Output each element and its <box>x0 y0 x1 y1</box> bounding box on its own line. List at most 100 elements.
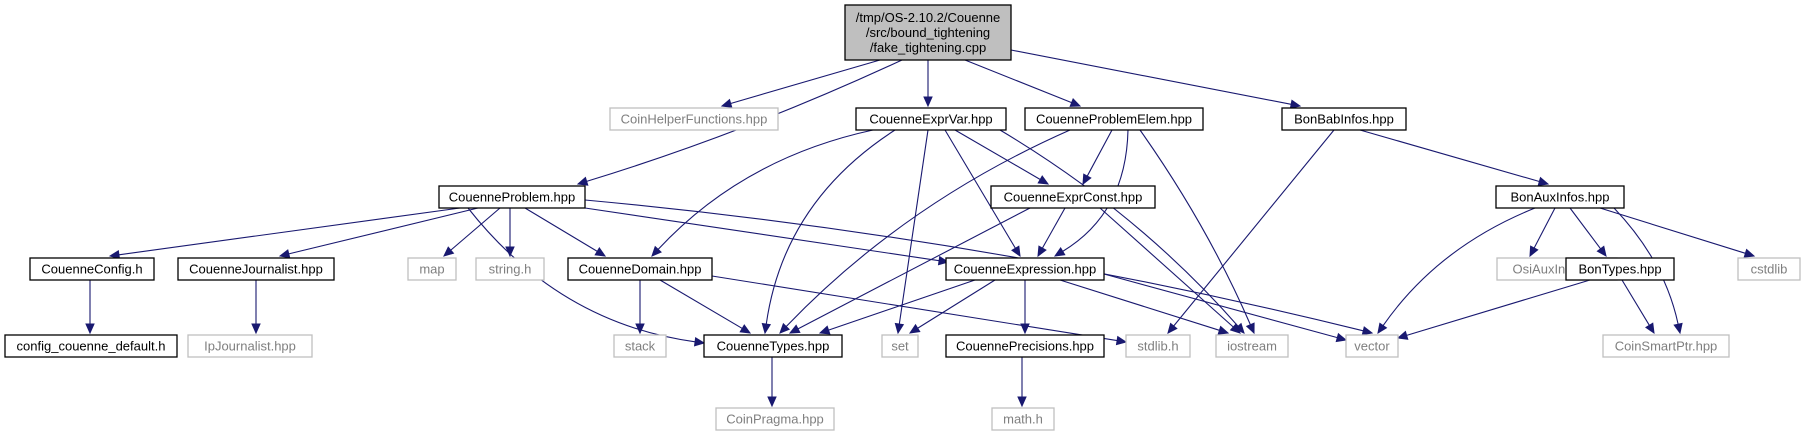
node-coinhelperfunctions-hpp: CoinHelperFunctions.hpp <box>609 107 779 131</box>
node-couenneprecisions-hpp[interactable]: CouennePrecisions.hpp <box>945 334 1105 358</box>
edge-couenneproblemelem-to-iostream <box>1139 129 1255 335</box>
edge-line <box>118 207 461 256</box>
node-box <box>715 407 835 431</box>
edge-line <box>1406 279 1591 336</box>
node-label: CoinHelperFunctions.hpp <box>621 112 768 127</box>
edge-couenneexprvar-to-couenneexpression <box>944 129 1021 258</box>
node-box <box>990 185 1156 209</box>
node-box <box>187 334 313 358</box>
node-couenneexpression-hpp[interactable]: CouenneExpression.hpp <box>945 257 1105 281</box>
node-box <box>945 257 1105 281</box>
node-couennetypes-hpp[interactable]: CouenneTypes.hpp <box>703 334 843 358</box>
node-box <box>4 334 178 358</box>
node-label-line: /fake_tightening.cpp <box>870 40 986 55</box>
edge-couennedomain-to-couennetypes <box>659 279 752 334</box>
edge-bontypes-to-coinsmartptr <box>1621 279 1655 335</box>
edge-line <box>954 129 1041 180</box>
node-box <box>438 185 586 209</box>
node-box <box>945 334 1105 358</box>
node-bontypes-hpp[interactable]: BonTypes.hpp <box>1565 257 1675 281</box>
node-couenneconfig-h[interactable]: CouenneConfig.h <box>29 257 155 281</box>
node-couenneexprconst-hpp[interactable]: CouenneExprConst.hpp <box>990 185 1156 209</box>
arrowhead <box>779 322 791 334</box>
node-box <box>1024 107 1204 131</box>
node-label: iostream <box>1227 339 1277 354</box>
arrowhead <box>1335 332 1348 343</box>
arrowhead <box>576 176 589 186</box>
edge-couenneproblem-to-couenneexpression <box>584 207 950 266</box>
edge-line <box>898 129 929 325</box>
edge-line <box>828 279 976 331</box>
node-label: set <box>891 339 909 354</box>
edge-couenneexpression-to-set <box>908 279 996 334</box>
arrowhead <box>761 322 772 335</box>
node-root-fake-tightening-cpp[interactable]: /tmp/OS-2.10.2/Couenne/src/bound_tighten… <box>844 4 1012 61</box>
edge-line <box>1173 129 1335 327</box>
arrowhead <box>908 323 921 334</box>
edge-couenneexpression-to-iostream <box>1059 279 1230 335</box>
node-box <box>177 257 335 281</box>
node-couenneproblem-hpp[interactable]: CouenneProblem.hpp <box>438 185 586 209</box>
edge-line <box>1533 207 1556 249</box>
arrowhead <box>1529 245 1539 258</box>
edge-couenneexprconst-to-iostream <box>1099 207 1241 334</box>
node-couennejournalist-hpp[interactable]: CouenneJournalist.hpp <box>177 257 335 281</box>
arrowhead <box>1167 322 1178 334</box>
node-bonauxinfos-hpp[interactable]: BonAuxInfos.hpp <box>1495 185 1625 209</box>
node-box <box>1345 334 1399 358</box>
arrowhead <box>818 325 831 335</box>
arrowhead <box>1537 176 1550 186</box>
edge-couenneexprconst-to-couenneexpression <box>1037 207 1066 258</box>
node-string-h: string.h <box>475 257 545 281</box>
edge-line <box>1139 129 1251 325</box>
arrowhead <box>894 322 905 335</box>
node-bonbabinfos-hpp[interactable]: BonBabInfos.hpp <box>1281 107 1407 131</box>
node-couenneproblemelem-hpp[interactable]: CouenneProblemElem.hpp <box>1024 107 1204 131</box>
edge-fake-tightening-to-couenneproblemelem <box>964 59 1082 107</box>
node-couennedomain-hpp[interactable]: CouenneDomain.hpp <box>567 257 713 281</box>
node-cstdlib: cstdlib <box>1737 257 1801 281</box>
edge-couennetypes-to-coinpragma <box>767 357 777 408</box>
edge-line <box>785 129 1071 327</box>
node-box <box>613 334 667 358</box>
edge-line <box>765 129 896 325</box>
edge-couenneexprvar-to-couennetypes <box>761 129 896 335</box>
node-label: CouenneExprConst.hpp <box>1004 190 1143 205</box>
edge-line <box>657 129 874 250</box>
arrowhead <box>1673 322 1683 335</box>
arrowhead <box>1217 325 1230 335</box>
edge-line <box>730 59 881 105</box>
node-label: vector <box>1354 339 1390 354</box>
node-label: CouenneProblemElem.hpp <box>1036 112 1192 127</box>
node-config-couenne-default-h[interactable]: config_couenne_default.h <box>4 334 178 358</box>
edge-couenneproblem-to-couennedomain <box>524 207 607 257</box>
node-label-line: /src/bound_tightening <box>866 25 990 40</box>
edge-couenneexprvar-to-couenneexprconst <box>954 129 1050 185</box>
node-label: IpJournalist.hpp <box>204 339 296 354</box>
edge-line <box>288 207 479 255</box>
edge-line <box>450 207 501 251</box>
arrowhead <box>1743 248 1756 258</box>
node-box <box>609 107 779 131</box>
edge-couenneproblemelem-to-couenneexprconst <box>1082 129 1113 186</box>
edge-couenneexprvar-to-set <box>894 129 929 335</box>
node-box <box>703 334 843 358</box>
node-label: BonBabInfos.hpp <box>1294 112 1394 127</box>
arrowhead <box>1245 322 1255 335</box>
edge-line <box>999 129 1239 327</box>
edge-line <box>1382 207 1536 326</box>
node-box <box>1565 257 1675 281</box>
arrowhead <box>278 249 291 259</box>
arrowhead <box>1017 396 1027 408</box>
edge-couenneproblem-to-couennejournalist <box>278 207 479 259</box>
node-label: CoinPragma.hpp <box>726 412 824 427</box>
nodes-layer: /tmp/OS-2.10.2/Couenne/src/bound_tighten… <box>4 4 1801 431</box>
node-label: CouenneTypes.hpp <box>717 339 830 354</box>
arrowhead <box>1289 99 1302 109</box>
node-ipjournalist-hpp: IpJournalist.hpp <box>187 334 313 358</box>
arrowhead <box>1229 323 1241 334</box>
node-couenneexprvar-hpp[interactable]: CouenneExprVar.hpp <box>855 107 1007 131</box>
edge-line <box>1099 207 1234 328</box>
edge-line <box>1059 279 1220 331</box>
edge-fake-tightening-to-couenneexprvar <box>923 60 933 108</box>
